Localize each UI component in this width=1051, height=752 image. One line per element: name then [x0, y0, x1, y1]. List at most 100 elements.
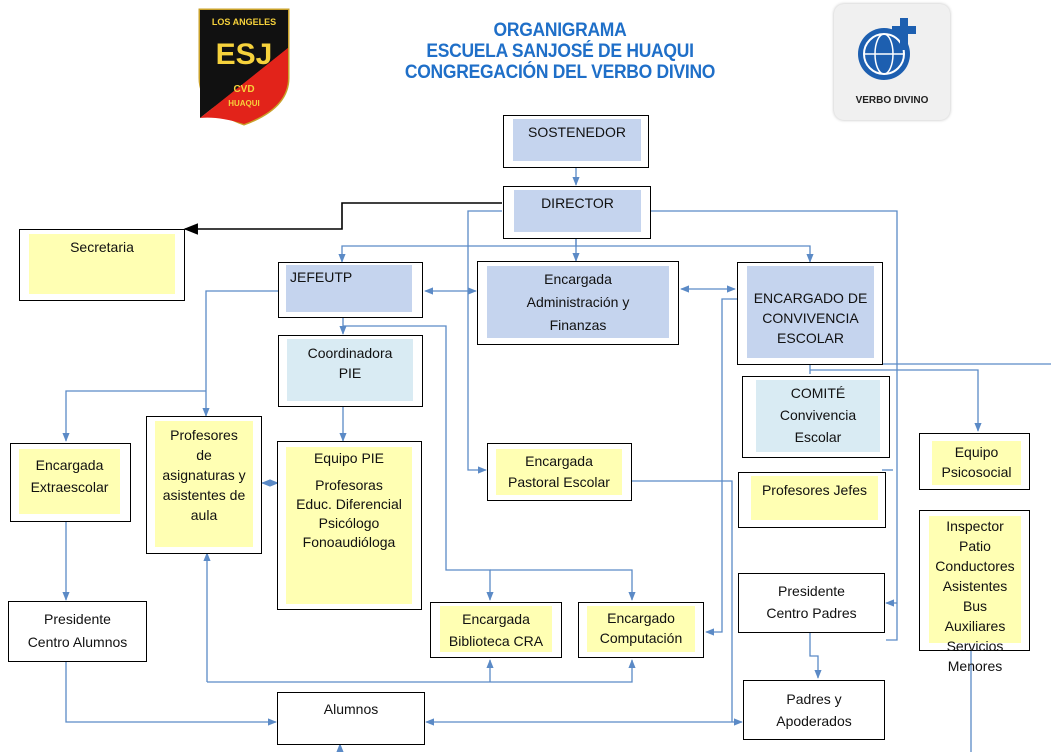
node-inspector-line6: Menores [947, 658, 1003, 674]
node-sostenedor: SOSTENEDOR [513, 119, 641, 161]
node-convivencia-line3: ESCOLAR [777, 330, 844, 346]
node-inspector: Inspector Patio Conductores Asistentes B… [929, 516, 1021, 674]
verbo-divino-logo: VERBO DIVINO [834, 4, 950, 120]
node-centro-alumnos: Presidente Centro Alumnos [10, 608, 145, 654]
node-centro-alumnos-line2: Centro Alumnos [27, 634, 128, 650]
node-pastoral-line1: Encargada [525, 453, 593, 469]
node-biblioteca-line1: Encargada [462, 611, 530, 627]
node-alumnos: Alumnos [279, 699, 423, 729]
link-centropadres-padres [809, 632, 822, 679]
node-sostenedor-line: SOSTENEDOR [527, 124, 626, 140]
title-line1: ORGANIGRAMA [493, 20, 627, 41]
logo-bottom-text2: HUAQUI [228, 99, 260, 108]
node-pastoral-line2: Pastoral Escolar [508, 474, 610, 490]
node-secretaria-line: Secretaria [70, 239, 134, 255]
link-director-secretaria [183, 202, 502, 235]
node-coordinadora-line1: Coordinadora [307, 345, 393, 361]
node-biblioteca-line2: Biblioteca CRA [448, 633, 544, 649]
logo-bottom-text1: CVD [233, 84, 254, 95]
node-centro-padres-line2: Centro Padres [766, 605, 857, 621]
link-biblioteca-computacion [490, 569, 636, 601]
node-inspector-line5: Servicios [946, 638, 1004, 654]
link-labs-bottom [207, 659, 636, 683]
node-pastoral: Encargada Pastoral Escolar [496, 449, 622, 495]
node-profesores-jefes-line: Profesores Jefes [761, 482, 868, 498]
node-comite-line3: Escolar [794, 429, 842, 445]
link-jefeutp-biblioteca [343, 325, 494, 601]
node-padres-line2: Apoderados [776, 713, 852, 729]
node-profesores-line1: Profesores [170, 427, 238, 443]
link-director-jefeutp [338, 238, 577, 263]
node-computacion-line2: Computación [599, 630, 683, 646]
node-profesores-asignaturas: Profesores de asignaturas y asistentes d… [155, 421, 253, 547]
node-padres-line1: Padres y [786, 691, 842, 707]
link-jefeutp-profesores [202, 290, 278, 417]
node-computacion: Encargado Computación [587, 606, 695, 652]
node-equipo-pie: Equipo PIE Profesoras Educ. Diferencial … [286, 447, 412, 604]
node-equipo-line6: Fonoaudióloga [302, 534, 396, 550]
node-psicosocial-line2: Psicosocial [941, 464, 1012, 480]
node-comite-line1: COMITÉ [790, 385, 846, 401]
node-inspector-line3: Asistentes Bus [942, 578, 1008, 614]
node-director: DIRECTOR [514, 190, 641, 232]
node-equipo-line1: Equipo PIE [313, 450, 385, 466]
node-equipo-line4: Educ. Diferencial [296, 496, 402, 512]
node-centro-alumnos-line1: Presidente [44, 611, 111, 627]
link-centro-alumnos [65, 662, 277, 726]
box-centro-alumnos [8, 601, 147, 662]
box-centro-padres [738, 573, 885, 633]
link-director-bus [651, 210, 898, 641]
node-inspector-line1: Inspector Patio [946, 518, 1004, 554]
node-jefeutp: JEFEUTP [286, 265, 412, 312]
node-alumnos-line: Alumnos [323, 701, 379, 717]
logo-center-text: ESJ [216, 38, 273, 71]
globe-cross-icon [858, 18, 916, 80]
node-equipo-psicosocial: Equipo Psicosocial [932, 441, 1021, 485]
node-administracion: Encargada Administración y Finanzas [487, 266, 669, 338]
page-title: ORGANIGRAMA ESCUELA SANJOSÉ DE HUAQUI CO… [360, 20, 760, 83]
link-jefeutp-extraescolar [62, 390, 206, 442]
box-padres [743, 680, 885, 740]
link-psicosocial [810, 369, 982, 432]
node-comite: COMITÉ Convivencia Escolar [756, 380, 880, 452]
title-line2: ESCUELA SANJOSÉ DE HUAQUI [426, 41, 694, 62]
node-convivencia-line1: ENCARGADO DE [753, 290, 868, 306]
node-inspector-line2: Conductores [935, 558, 1015, 574]
node-biblioteca: Encargada Biblioteca CRA [440, 606, 552, 652]
node-computacion-line1: Encargado [607, 610, 675, 626]
link-convivencia-computacion [705, 298, 737, 636]
node-coordinadora-line2: PIE [338, 365, 362, 381]
logo-top-text: LOS ANGELES [212, 17, 276, 27]
node-convivencia: ENCARGADO DE CONVIVENCIA ESCOLAR [747, 266, 874, 358]
node-centro-padres: Presidente Centro Padres [740, 580, 883, 626]
node-profesores-line3: asignaturas y [162, 467, 246, 483]
link-director-convivencia [576, 245, 814, 263]
title-line3: CONGREGACIÓN DEL VERBO DIVINO [404, 62, 716, 83]
node-inspector-line4: Auxiliares [944, 618, 1006, 634]
link-pastoral-padres [632, 480, 733, 722]
link-director-pastoral [467, 210, 502, 474]
box-alumnos [277, 692, 425, 745]
node-profesores-line5: aula [190, 507, 218, 523]
node-administracion-line3: Finanzas [549, 317, 607, 333]
node-director-line: DIRECTOR [541, 195, 614, 211]
node-equipo-line3: Profesoras [315, 477, 383, 493]
node-comite-line2: Convivencia [779, 407, 857, 423]
node-psicosocial-line1: Equipo [954, 444, 999, 460]
node-coordinadora-pie: Coordinadora PIE [287, 339, 413, 401]
node-jefeutp-line: JEFEUTP [290, 269, 353, 285]
node-secretaria: Secretaria [29, 234, 175, 294]
node-convivencia-line2: CONVIVENCIA [762, 310, 859, 326]
node-profesores-line4: asistentes de [162, 487, 246, 503]
node-administracion-line2: Administración y [526, 294, 630, 310]
node-centro-padres-line1: Presidente [778, 583, 845, 599]
node-extraescolar-line2: Extraescolar [30, 479, 109, 495]
node-administracion-line1: Encargada [544, 271, 612, 287]
node-extraescolar-line1: Encargada [35, 457, 104, 473]
node-equipo-line5: Psicólogo [318, 515, 380, 531]
node-extraescolar: Encargada Extraescolar [19, 449, 120, 514]
school-shield-logo: LOS ANGELES ESJ CVD HUAQUI [198, 8, 290, 126]
logo-caption: VERBO DIVINO [855, 95, 929, 106]
node-padres: Padres y Apoderados [745, 688, 883, 734]
node-profesores-jefes: Profesores Jefes [751, 476, 878, 520]
